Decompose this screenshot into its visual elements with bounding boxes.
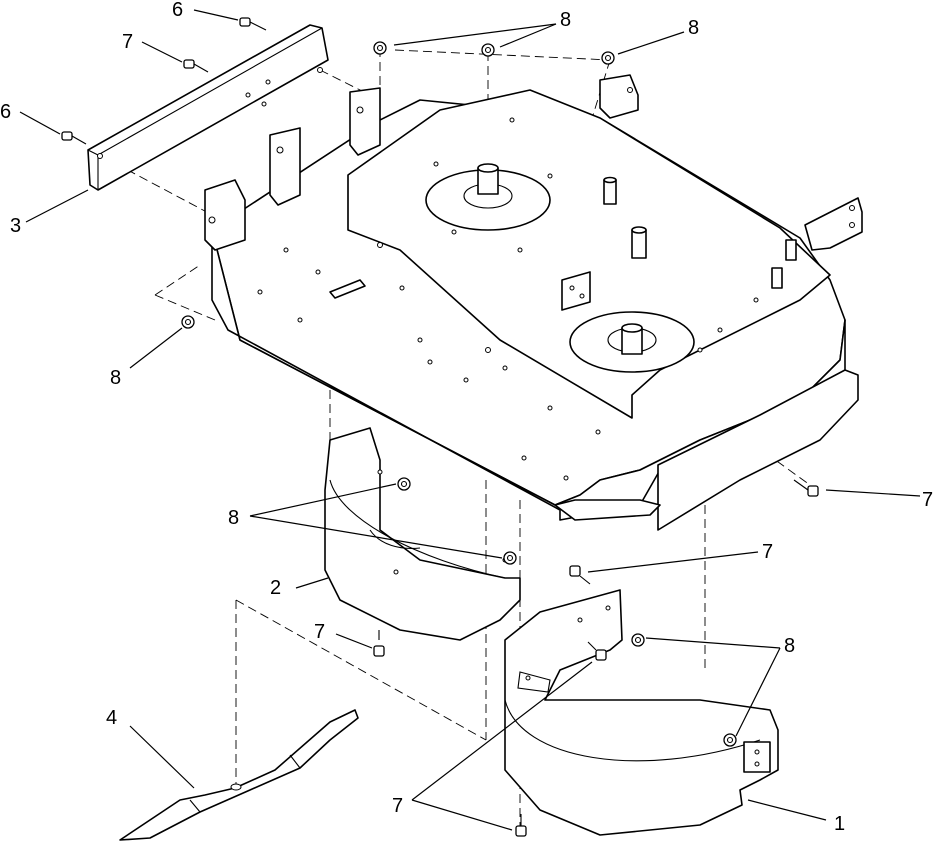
nut-baffle-far-right: [723, 733, 737, 747]
nut-left: [181, 315, 195, 329]
callout-7-mid: 7: [762, 541, 773, 563]
nut-baffle-right: [631, 633, 645, 647]
callout-8-top-right: 8: [688, 17, 699, 39]
callout-6-left: 6: [0, 101, 11, 123]
callout-7-top: 7: [122, 31, 133, 53]
bolt-7-mid: [569, 565, 591, 585]
leader-lines: [19, 9, 921, 831]
callout-7-baffle: 7: [314, 621, 325, 643]
part-3-rear-plate: [87, 24, 329, 191]
callout-1: 1: [834, 813, 845, 835]
callout-4: 4: [106, 707, 117, 729]
bolt-7-top: [183, 59, 209, 73]
callout-8-top: 8: [560, 9, 571, 31]
deck-mounting-holes: [257, 117, 759, 481]
bolt-7-bottom: [515, 814, 527, 837]
callout-2: 2: [270, 577, 281, 599]
part-1-right-baffle: [504, 589, 779, 836]
callout-8-right: 8: [784, 635, 795, 657]
bolt-6-left: [61, 131, 87, 145]
nut-top-center: [481, 43, 495, 57]
callout-7-right: 7: [922, 489, 933, 511]
nut-top-right: [601, 51, 615, 65]
bolt-7-baffle-right: [587, 641, 607, 661]
nut-baffle-left: [397, 477, 411, 491]
callout-8-left: 8: [110, 367, 121, 389]
bolt-7-right: [793, 479, 819, 497]
part-4-blade: [119, 709, 359, 841]
bolt-6-top: [239, 17, 267, 31]
callout-7-bottom: 7: [392, 795, 403, 817]
nut-baffle-center: [503, 551, 517, 565]
callout-3: 3: [10, 215, 21, 237]
mower-deck-housing: [204, 74, 863, 531]
callout-labels: 8 8 6 7 6 3 8 8 7 7 2 7 8 4 7 1: [0, 0, 933, 835]
callout-6-top: 6: [172, 0, 183, 21]
fasteners: [61, 17, 819, 837]
callout-8-center: 8: [228, 507, 239, 529]
nut-top-left: [373, 41, 387, 55]
bolt-7-baffle-left: [373, 630, 385, 657]
